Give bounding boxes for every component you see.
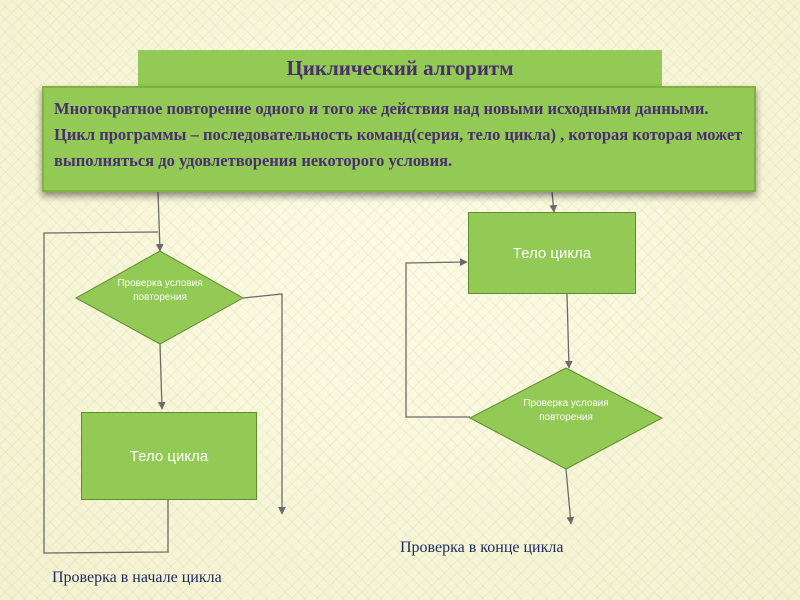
- definition-text: Многократное повторение одного и того же…: [54, 99, 743, 170]
- left-condition-label: Проверка условия повторения: [117, 278, 203, 303]
- right-condition-label: Проверка условия повторения: [523, 398, 609, 423]
- right-condition-diamond: [468, 367, 664, 470]
- connector-into-left-condition: [155, 191, 164, 252]
- title-bar: Циклический алгоритм: [138, 50, 662, 90]
- connector-left-loop-back: [43, 231, 169, 554]
- connector-right-body-to-condition: [564, 293, 573, 369]
- right-flow-caption: Проверка в конце цикла: [400, 539, 564, 556]
- title-text: Циклический алгоритм: [286, 56, 514, 80]
- connector-right-loop-back: [405, 258, 470, 418]
- right-loop-body-box: Тело цикла: [468, 212, 636, 294]
- connector-left-condition-to-body: [157, 343, 166, 410]
- connector-right-exit: [565, 468, 575, 525]
- left-condition-diamond: [74, 250, 245, 345]
- left-loop-body-label: Тело цикла: [129, 447, 209, 465]
- left-loop-body-box: Тело цикла: [81, 412, 257, 500]
- definition-box: Многократное повторение одного и того же…: [42, 86, 756, 192]
- connector-into-right-body: [549, 191, 558, 213]
- left-flow-caption: Проверка в начале цикла: [52, 569, 222, 586]
- connector-left-exit: [242, 293, 286, 515]
- right-loop-body-label: Тело цикла: [512, 244, 592, 262]
